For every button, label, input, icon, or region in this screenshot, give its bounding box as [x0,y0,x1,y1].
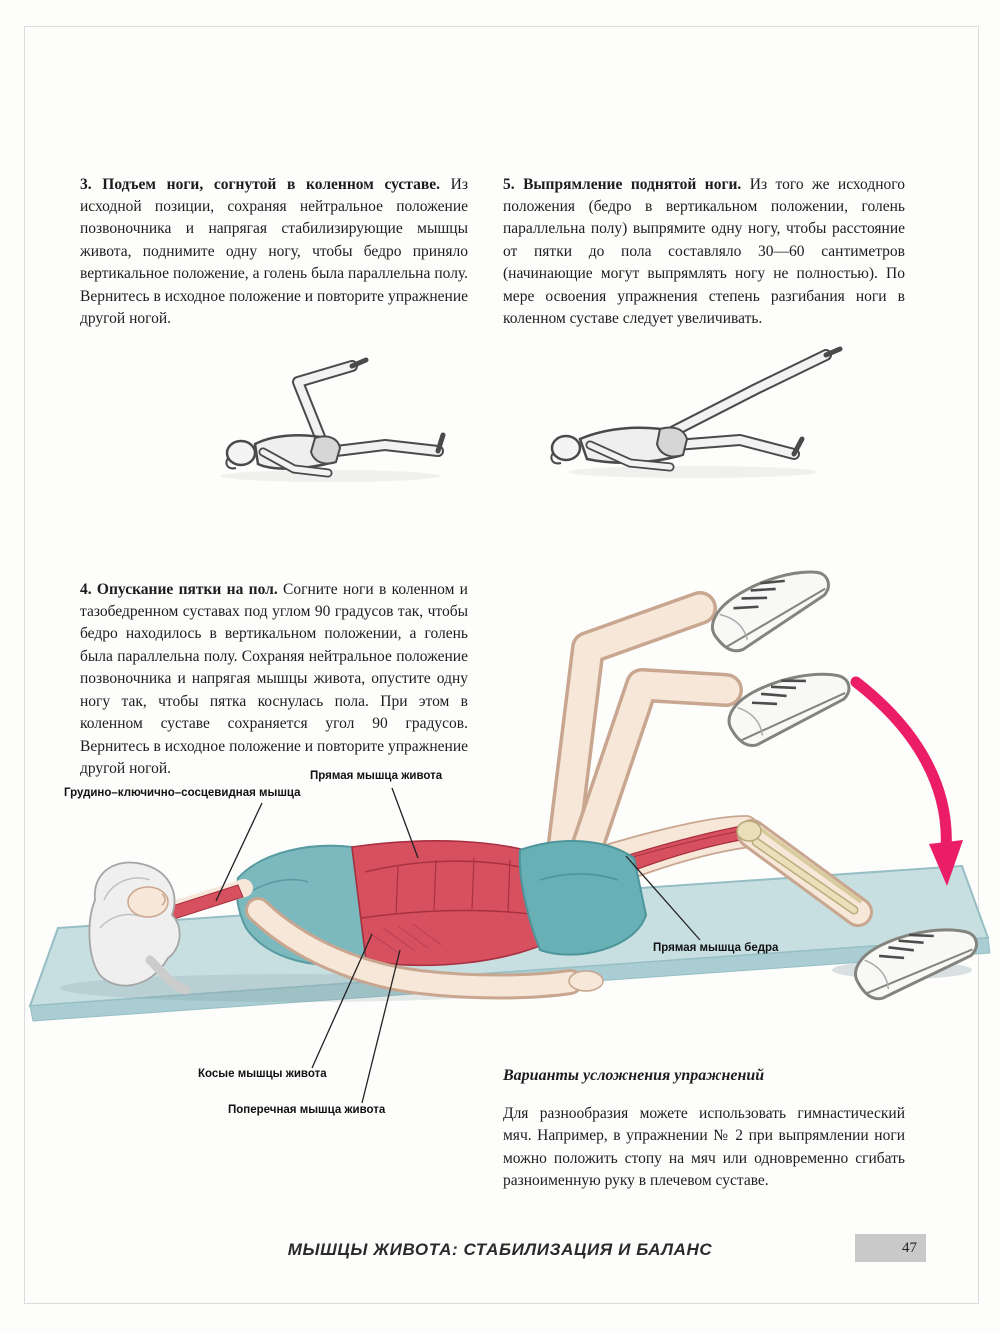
footer-chapter-title: МЫШЦЫ ЖИВОТА: СТАБИЛИЗАЦИЯ И БАЛАНС [287,1240,713,1259]
label-leader-lines [215,787,701,1104]
variants-title: Варианты усложнения упражнений [503,1067,765,1084]
label-transverse-abdominis: Поперечная мышца живота [228,1104,386,1116]
exercise-3-paragraph: 3. Подъем ноги, согнутой в коленном суст… [80,158,468,346]
figure-leg-extended [550,346,843,478]
exercise-3-body: Из исходной позиции, сохраняя нейтрально… [80,175,468,328]
raised-sneaker-top [701,548,837,660]
variants-body: Для разнообразия можете использовать гим… [503,1104,905,1190]
raised-sneaker-bottom [719,651,857,754]
raised-legs [543,548,857,909]
exercise-5-body: Из того же исходного положения (бедро в … [503,175,905,328]
label-rectus-femoris: Прямая мышца бедра [653,942,779,954]
label-sternocleidomastoid: Грудино–ключично–сосцевидная мышца [64,787,301,799]
exercise-4-title: 4. Опускание пятки на пол. [80,580,283,598]
arm [245,897,604,1000]
head [88,861,191,995]
exercise-3-title: 3. Подъем ноги, согнутой в коленном суст… [80,175,451,193]
figure-leg-raise-bent [220,357,446,482]
anatomy-illustration [28,548,991,1104]
exercise-4-body: Согните ноги в коленном и тазобедренном … [80,580,468,778]
label-rectus-abdominis: Прямая мышца живота [310,770,443,782]
label-obliques: Косые мышцы живота [198,1068,327,1080]
exercise-5-title: 5. Выпрямление поднятой ноги. [503,175,750,193]
leg-lowering-arrow-icon [850,676,963,886]
knee-bone [736,820,762,842]
variants-section: Варианты усложнения упражнений Для разно… [503,1064,905,1208]
exercise-4-paragraph: 4. Опускание пятки на пол. Согните ноги … [80,563,468,796]
exercise-5-paragraph: 5. Выпрямление поднятой ноги. Из того же… [503,158,905,346]
torso [235,840,563,967]
page-number: 47 [855,1234,926,1262]
shorts [518,839,648,956]
